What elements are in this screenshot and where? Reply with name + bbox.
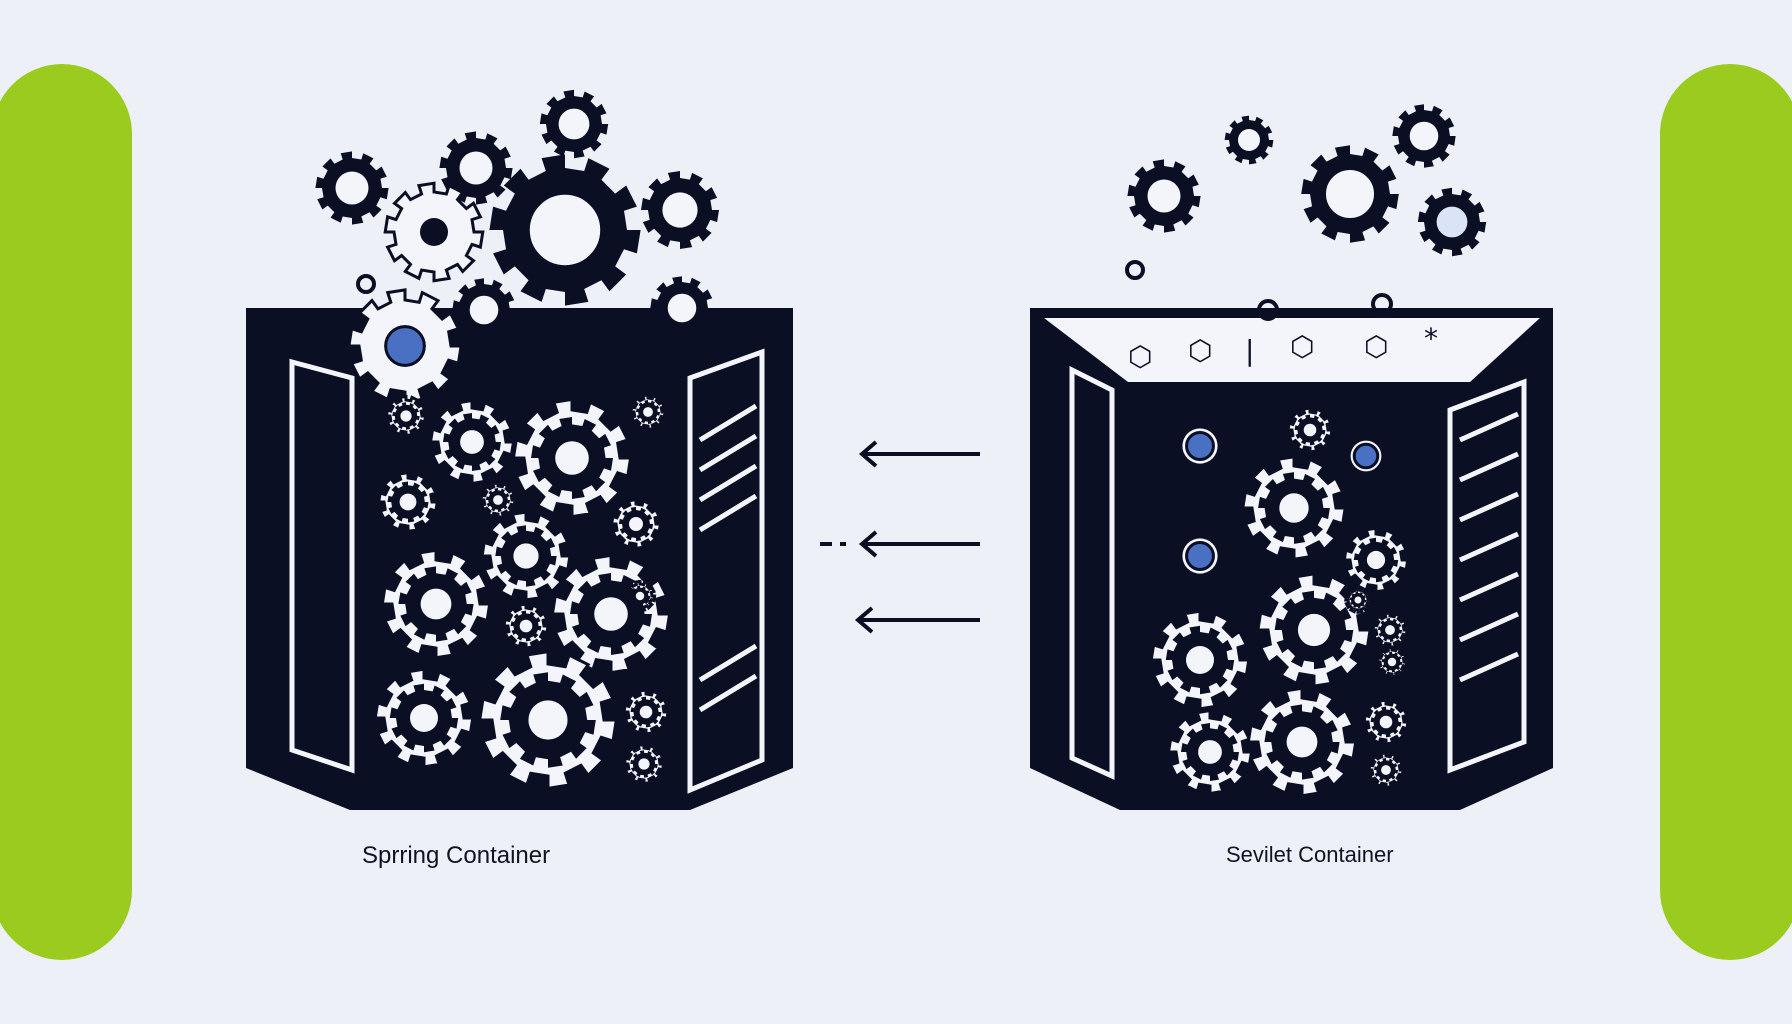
gear-icon [1378, 618, 1402, 642]
gear-icon [636, 400, 660, 424]
gear-icon [383, 181, 485, 283]
svg-text:⬡: ⬡ [1290, 330, 1314, 363]
gear-layer [315, 89, 1487, 798]
spring-right-door-panel [687, 348, 765, 794]
gear-icon [1224, 115, 1274, 165]
servlet-right-door-panel [1447, 378, 1527, 774]
left-accent-bar [0, 64, 132, 960]
gear-icon [1258, 472, 1330, 544]
gear-icon [1349, 591, 1367, 609]
arrow-left-icon [820, 530, 980, 558]
gear-icon [630, 696, 662, 728]
gear-icon [510, 610, 542, 642]
gear-icon [531, 417, 613, 499]
gear-icon [489, 154, 641, 306]
gear-icon [1370, 706, 1402, 738]
gear-icon [1264, 704, 1340, 780]
gear-icon [641, 171, 719, 249]
right-accent-bar [1660, 64, 1792, 960]
ring-icon [1371, 293, 1393, 315]
gear-icon [389, 683, 459, 753]
svg-text:⬡: ⬡ [1128, 340, 1152, 373]
spring-container-label: Sprring Container [362, 842, 551, 869]
gear-icon [398, 566, 474, 642]
arrow-left-icon [854, 606, 980, 634]
arrow-left-icon [858, 440, 980, 468]
gear-icon [347, 288, 463, 404]
spring-vent-slats [698, 403, 758, 713]
gear-icon [500, 672, 596, 768]
gear-icon [452, 278, 516, 342]
gear-icon [618, 506, 654, 542]
servlet-vent-slats [1458, 411, 1520, 683]
servlet-container-label: Sevilet Container [1226, 842, 1394, 867]
gear-icon [315, 151, 389, 225]
gear-icon [387, 481, 429, 523]
servlet-opening-glyphs: ⬡ ⬡ | ⬡ ⬡ * [1128, 322, 1438, 373]
gear-icon [1274, 590, 1354, 670]
spring-left-door-panel [289, 358, 355, 774]
gear-icon [1181, 723, 1239, 781]
gear-icon [1127, 159, 1201, 233]
gear-icon [1331, 421, 1401, 491]
gear-icon [495, 525, 557, 587]
gear-icon [486, 488, 510, 512]
svg-text:⬡: ⬡ [1364, 330, 1388, 363]
gear-icon [1294, 414, 1326, 446]
gear-icon [630, 750, 658, 778]
gear-icon [650, 276, 714, 340]
ring-icon [1257, 299, 1279, 321]
servlet-left-door-panel [1069, 365, 1115, 780]
flow-arrows [820, 440, 980, 634]
svg-text:⬡: ⬡ [1188, 334, 1212, 367]
gear-icon [1381, 651, 1403, 673]
gear-icon [392, 402, 420, 430]
svg-text:|: | [1245, 334, 1254, 367]
gear-icon [539, 89, 609, 159]
gear-icon [1353, 537, 1399, 583]
ring-icon [356, 274, 376, 294]
gear-icon [1374, 758, 1398, 782]
gear-icon [1301, 145, 1399, 243]
gear-icon [1392, 104, 1456, 168]
gear-icon [1161, 517, 1239, 595]
servlet-box-opening [1044, 318, 1540, 382]
svg-text:*: * [1424, 322, 1438, 355]
gear-icon [1417, 187, 1487, 257]
gear-icon [1165, 625, 1235, 695]
gear-icon [629, 585, 651, 607]
gear-icon [1161, 407, 1239, 485]
gear-icon [439, 131, 513, 205]
ring-icon [1125, 260, 1145, 280]
gear-icon [443, 413, 501, 471]
